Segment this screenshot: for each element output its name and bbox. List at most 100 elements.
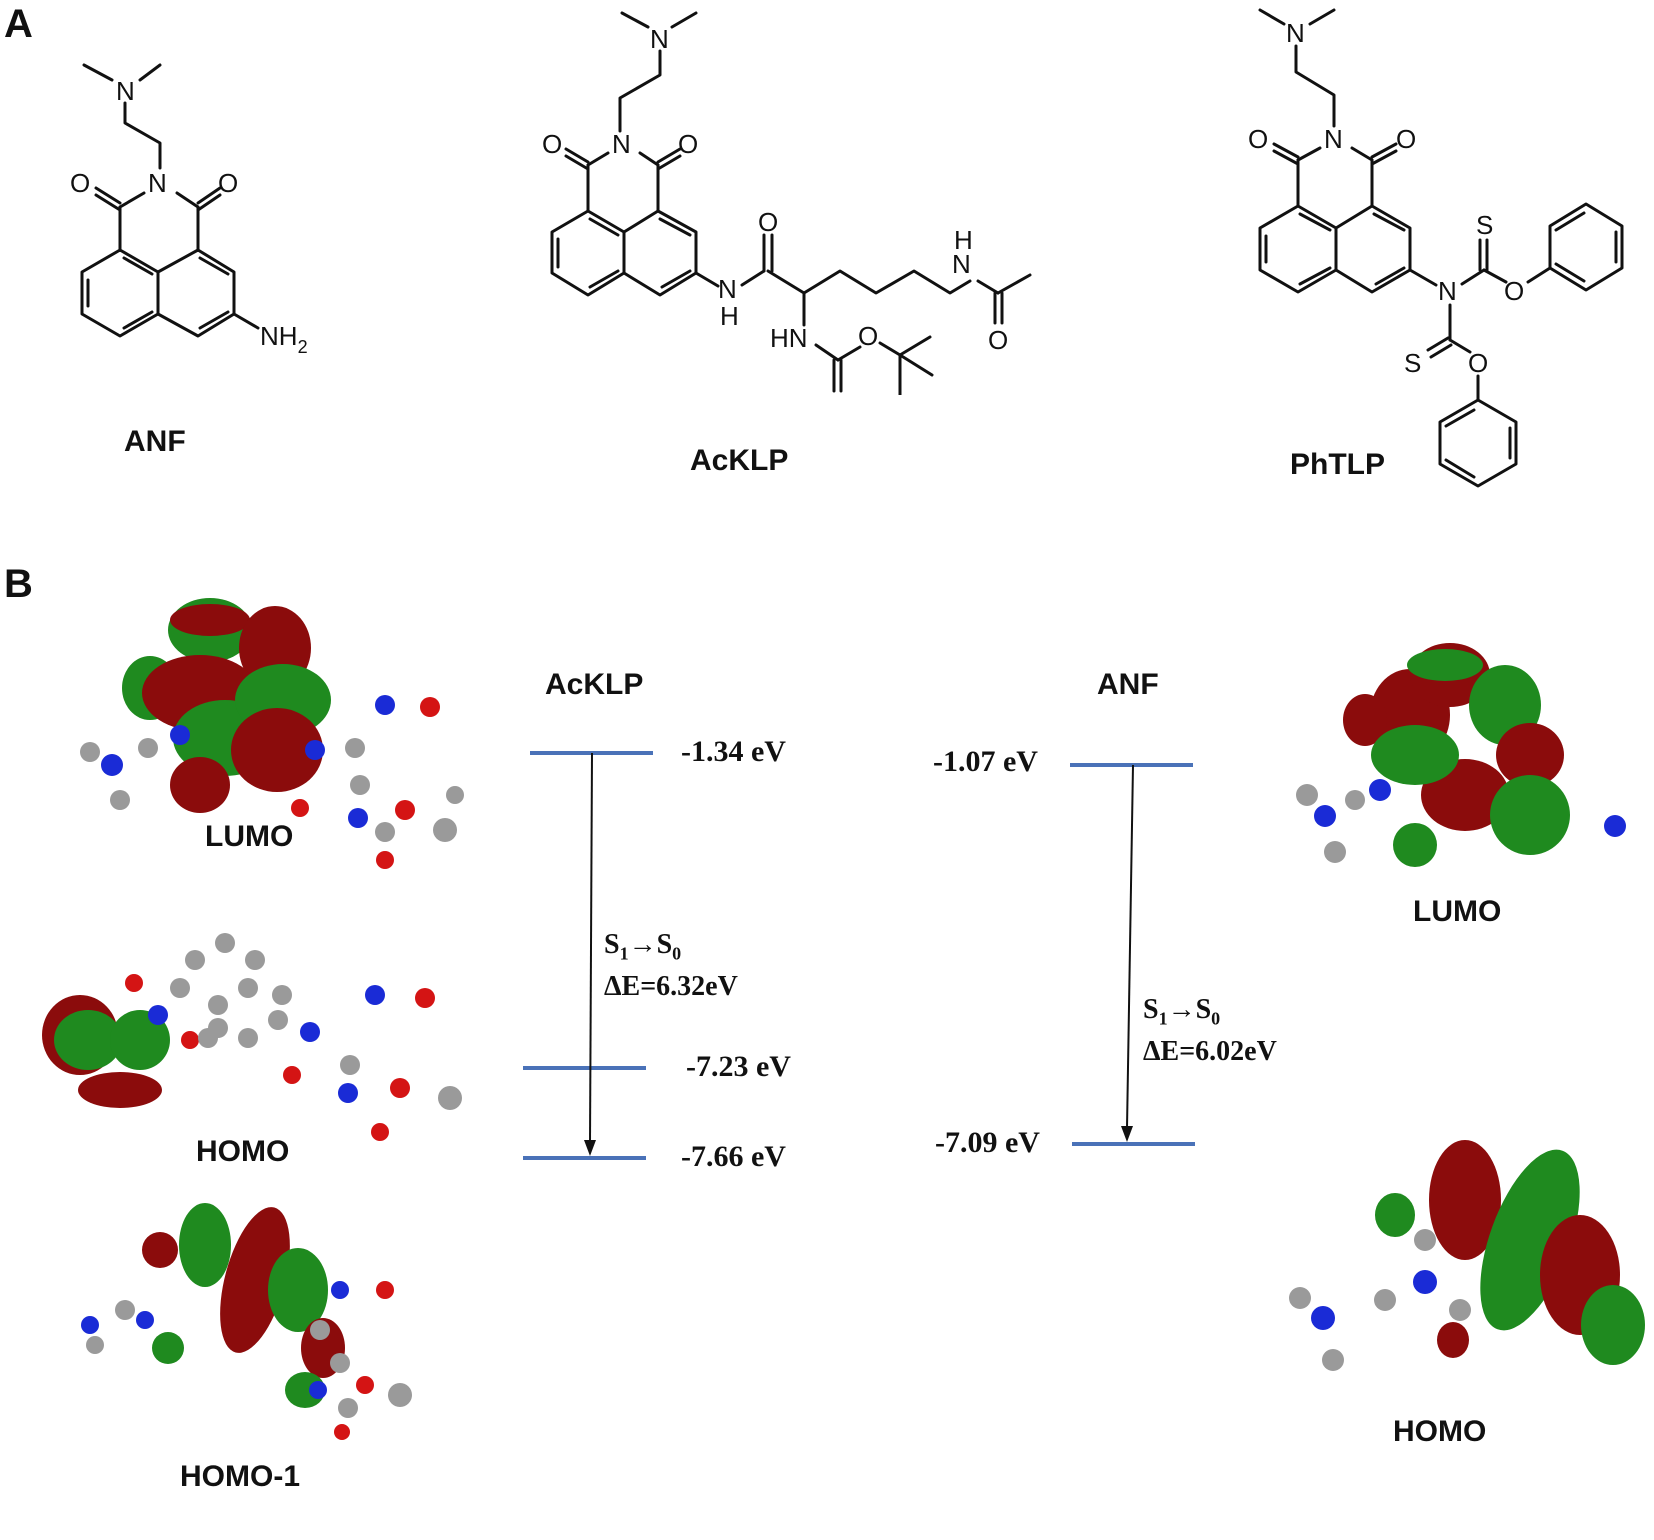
anf-structure: N N O O NH2 [70, 63, 308, 357]
atom-carbon [1324, 841, 1346, 863]
atom-n: N [718, 274, 737, 304]
atom-carbon [245, 950, 265, 970]
state-letter: S [1195, 994, 1212, 1025]
state-subscript: 1 [1158, 1008, 1168, 1029]
lobe-positive [285, 1372, 325, 1408]
compound-label-acklp: AcKLP [690, 444, 789, 477]
lobe-positive [1407, 649, 1483, 681]
bond [94, 186, 122, 205]
atom-n: N [952, 249, 971, 279]
bond [1272, 149, 1300, 166]
bond [175, 191, 200, 209]
atom-carbon [330, 1353, 350, 1373]
bond [564, 147, 590, 164]
orbital-label-acklp-homo-1: HOMO-1 [180, 1460, 300, 1493]
bond [878, 341, 902, 357]
atom-carbon [1322, 1349, 1344, 1371]
transition-states: S1→S0 [604, 925, 738, 967]
bond [740, 269, 766, 287]
bond [814, 343, 840, 362]
atom-carbon [115, 1300, 135, 1320]
bond [1554, 211, 1586, 232]
energy-diagram-title-acklp: AcKLP [545, 668, 644, 701]
delta-e: ΔE=6.02eV [1143, 1035, 1277, 1067]
atom-nitrogen [136, 1311, 154, 1329]
atom-oxygen [415, 988, 435, 1008]
phtlp-structure: N N O O N S O S O [1248, 8, 1624, 488]
lobe-negative [1343, 694, 1387, 746]
atom-o: O [988, 325, 1008, 355]
state-subscript: 1 [619, 943, 629, 964]
bond [656, 147, 682, 164]
bond [1296, 146, 1322, 162]
energy-label-anf-lumo: -1.07 eV [933, 745, 1038, 778]
acklp-structure: N N O O N H O N H O HN O O [542, 11, 1032, 395]
compound-label-phtlp: PhTLP [1290, 448, 1385, 481]
atom-carbon [238, 978, 258, 998]
bond [1408, 268, 1438, 287]
bond [620, 11, 650, 29]
atom-carbon [138, 738, 158, 758]
atom-carbon [375, 822, 395, 842]
lobe-positive [179, 1203, 231, 1287]
atom-o: O [678, 129, 698, 159]
lobe-positive [1375, 1193, 1415, 1237]
atom-n: N [1286, 18, 1305, 48]
orbital-label-acklp-lumo: LUMO [205, 820, 294, 853]
atom-carbon [170, 978, 190, 998]
atom-nitrogen [1314, 805, 1336, 827]
atom-nitrogen [309, 1381, 327, 1399]
acklp-homo-orbital [42, 933, 462, 1141]
bond [196, 193, 222, 212]
atom-hn: HN [770, 323, 808, 353]
nh-text: NH [260, 321, 298, 351]
lobes [122, 598, 331, 813]
atom-carbon [215, 933, 235, 953]
lobe-negative [231, 708, 323, 792]
atom-n: N [1438, 276, 1457, 306]
bond [82, 63, 114, 82]
atom-nitrogen [101, 754, 123, 776]
atom-nitrogen [348, 808, 368, 828]
atom-o: O [1504, 276, 1524, 306]
atom-carbon [1296, 784, 1318, 806]
bond [122, 310, 154, 330]
atom-oxygen [181, 1031, 199, 1049]
lobe-negative [142, 1232, 178, 1268]
atom-oxygen [395, 800, 415, 820]
bond [1308, 8, 1336, 26]
bond [1429, 343, 1453, 359]
bond [1370, 142, 1398, 159]
bond [996, 273, 1032, 295]
bond [1426, 336, 1450, 352]
atom-carbon [345, 738, 365, 758]
atom-carbon [185, 950, 205, 970]
state-letter: S [1143, 994, 1159, 1025]
atom-o: O [1468, 348, 1488, 378]
lobe-positive [1393, 823, 1437, 867]
atom-nitrogen [1413, 1270, 1437, 1294]
lobe-positive [1490, 775, 1570, 855]
atom-o: O [1248, 124, 1268, 154]
acklp-lumo-orbital [80, 598, 464, 869]
atom-nitrogen [1604, 815, 1626, 837]
bond [1370, 149, 1398, 166]
transition-states: S1→S0 [1143, 990, 1277, 1032]
lobe-negative [78, 1072, 162, 1108]
atom-oxygen [376, 1281, 394, 1299]
lobe-positive [268, 1248, 328, 1332]
subscript-2: 2 [298, 337, 308, 357]
atom-oxygen [371, 1123, 389, 1141]
atom-o: O [542, 129, 562, 159]
naphthalene-carbons [170, 933, 292, 1048]
atom-s: S [1476, 210, 1493, 240]
anf-lumo-orbital [1296, 643, 1626, 867]
atom-carbon [268, 1010, 288, 1030]
atom-nitrogen [81, 1316, 99, 1334]
bond [694, 271, 720, 288]
atom-oxygen [291, 799, 309, 817]
transition-text-anf: S1→S0 ΔE=6.02eV [1143, 990, 1277, 1072]
bond [232, 312, 260, 330]
lobe-negative [220, 1207, 290, 1353]
